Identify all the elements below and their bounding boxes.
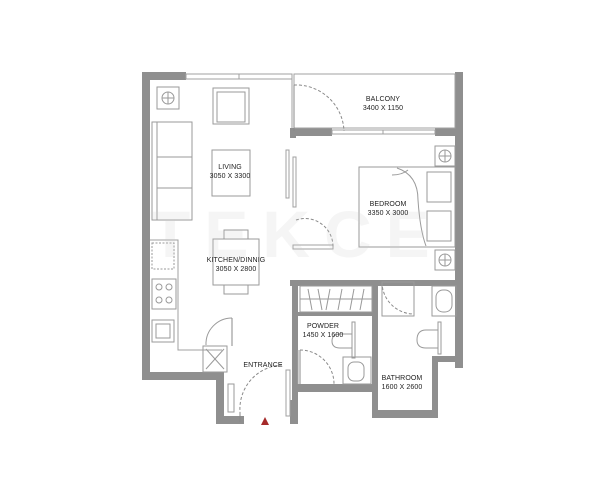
sink-icon [342,356,372,385]
nightstand-icon [434,249,456,271]
wardrobe [299,285,373,313]
armchair-icon [212,87,250,125]
nightstand-icon [434,145,456,167]
toilet-icon [331,333,353,349]
bathroom-fixtures [331,281,457,385]
utility-cupboard-icon [202,345,228,373]
thin-lines [150,73,456,417]
toilet-icon [416,329,439,349]
bed-icon [358,166,456,248]
fridge-icon [151,242,175,270]
living-furniture [151,86,251,221]
ac-unit-icon [156,86,180,110]
entrance-marker-icon [261,417,269,425]
sofa-icon [151,121,193,221]
bedroom-furniture [358,145,456,271]
door-swings [205,84,415,422]
sink-icon [431,285,457,317]
coffee-table-icon [211,149,251,197]
kitchen-sink-icon [151,319,175,343]
hob-icon [151,278,177,310]
kitchen-furniture [151,229,260,413]
dining-table-icon [212,238,260,286]
walls [142,72,463,424]
